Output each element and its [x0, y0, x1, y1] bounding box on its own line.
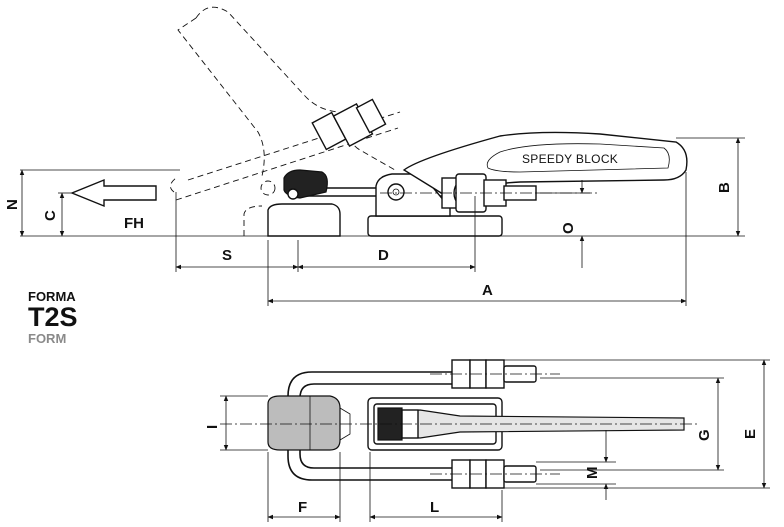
dim-m-label: M — [584, 467, 601, 480]
dim-b-label: B — [716, 182, 733, 193]
side-view: SPEEDY BLOCK FH N C S D A — [4, 6, 745, 306]
form-designation: FORMA T2S FORM — [28, 290, 78, 345]
nut-top — [451, 359, 537, 389]
brand-label: SPEEDY BLOCK — [522, 152, 618, 166]
dim-d-label: D — [378, 247, 389, 264]
dim-c-label: C — [42, 210, 59, 221]
dim-g-label: G — [696, 429, 713, 441]
dim-o-label: O — [560, 222, 577, 234]
form-label: FORM — [28, 331, 67, 346]
force-arrow — [70, 178, 157, 208]
hook-top — [267, 395, 341, 451]
dim-s-label: S — [222, 247, 232, 264]
dim-i-label: I — [204, 425, 221, 429]
dim-n-label: N — [4, 199, 21, 210]
top-view: I G E M F L — [204, 359, 770, 522]
dim-f-label: F — [298, 499, 307, 516]
form-code: T2S — [28, 302, 78, 332]
hook-block — [267, 203, 341, 237]
dim-l-label: L — [430, 499, 439, 516]
dim-e-label: E — [742, 429, 759, 439]
forma-label: FORMA — [28, 289, 76, 304]
dim-a-label: A — [482, 282, 493, 299]
open-lever-phantom — [170, 6, 401, 236]
force-label: FH — [124, 215, 144, 232]
base-plate — [367, 215, 503, 237]
